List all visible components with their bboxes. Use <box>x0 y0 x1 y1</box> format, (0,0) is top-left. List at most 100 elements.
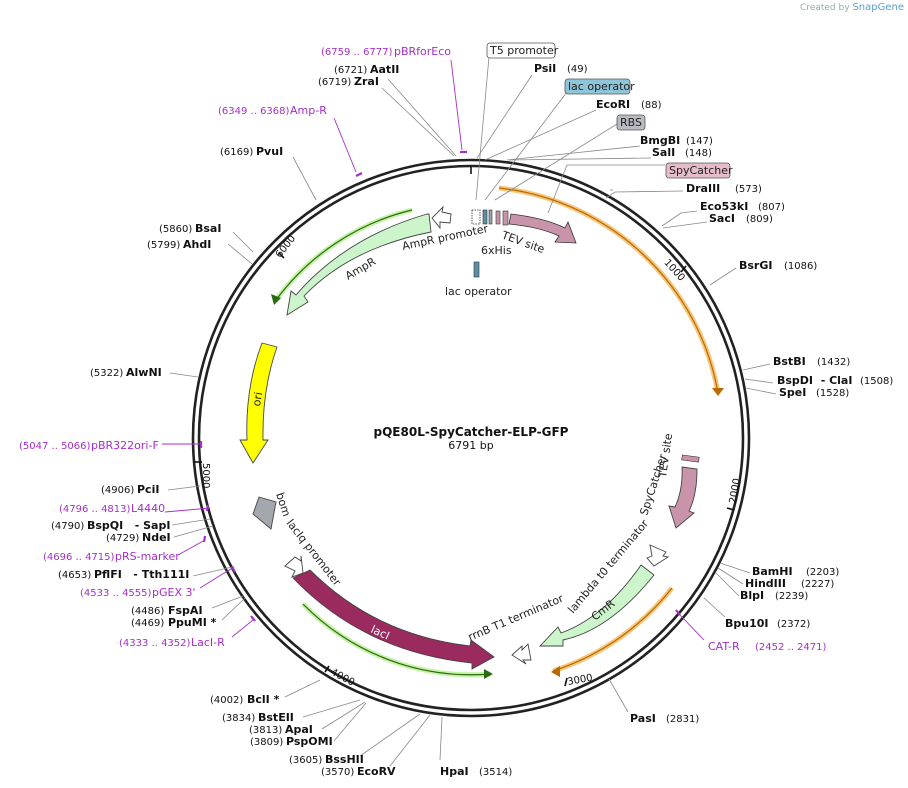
laci-arrow <box>292 569 495 670</box>
enzyme-bspdi-name: BspDI - ClaI <box>777 374 852 387</box>
primer-laci-r-range: (4333 .. 4352) <box>119 638 191 649</box>
bom-box <box>252 496 277 530</box>
enzyme-bspqi-name: BspQI - SapI <box>87 519 170 532</box>
orange-region-arc-top-core <box>498 187 719 394</box>
credit-brand: SnapGene <box>852 2 904 13</box>
enzyme-pvui-name: PvuI <box>256 145 283 158</box>
enzyme-ecori-name: EcoRI <box>596 98 630 111</box>
enzyme-bstbi-pos: (1432) <box>817 357 850 368</box>
enzyme-labels: (6721) AatII (6719) ZraI PsiI (49) EcoRI… <box>51 62 893 778</box>
enzyme-psii-pos: (49) <box>567 64 588 75</box>
primer-cat-r-name: CAT-R <box>708 640 740 653</box>
enzyme-apai-pos: (3813) <box>249 725 282 736</box>
orange-region-arc-bottom-core <box>552 587 673 672</box>
enzyme-ppumi-pos: (4469) <box>131 618 164 629</box>
enzyme-zrai-pos: (6719) <box>318 77 351 88</box>
enzyme-pvui-pos: (6169) <box>220 147 253 158</box>
laciq-promoter-arrow <box>284 555 304 578</box>
tev-site-mark <box>502 210 509 226</box>
enzyme-bsrgi-pos: (1086) <box>784 261 817 272</box>
enzyme-zrai-name: ZraI <box>354 75 379 88</box>
green-region-arc-ampr-core <box>275 209 413 301</box>
enzyme-ecorv-name: EcoRV <box>357 765 396 778</box>
enzyme-pflfi-pos: (4653) <box>58 570 91 581</box>
enzyme-alwni-name: AlwNI <box>126 366 162 379</box>
enzyme-psii-name: PsiI <box>534 62 556 75</box>
enzyme-bmgbi-pos: (147) <box>686 136 713 147</box>
enzyme-aatii-pos: (6721) <box>334 65 367 76</box>
enzyme-bamhi-pos: (2203) <box>806 567 839 578</box>
enzyme-eco53ki-name: Eco53kI <box>700 200 748 213</box>
green-region-arc-laci-core <box>302 603 491 676</box>
enzyme-ahdi-name: AhdI <box>183 238 211 251</box>
enzyme-hpai-pos: (3514) <box>479 767 512 778</box>
primer-amp-r-name: Amp-R <box>290 104 327 117</box>
enzyme-ndei-name: NdeI <box>142 531 171 544</box>
enzyme-hindiii-pos: (2227) <box>801 579 834 590</box>
primer-marks <box>199 150 681 622</box>
primer-cat-r-range: (2452 .. 2471) <box>755 642 827 653</box>
plasmid-length: 6791 bp <box>448 439 493 452</box>
enzyme-sali-pos: (148) <box>685 148 712 159</box>
enzyme-saci-pos: (809) <box>746 214 773 225</box>
enzyme-bsai-name: BsaI <box>195 222 221 235</box>
enzyme-blpi-pos: (2239) <box>775 591 808 602</box>
rbs-label: RBS <box>616 114 646 131</box>
enzyme-blpi-name: BlpI <box>740 589 764 602</box>
enzyme-ecori-pos: (88) <box>641 100 662 111</box>
enzyme-alwni-pos: (5322) <box>90 368 123 379</box>
enzyme-bsteii-name: BstEII <box>258 711 294 724</box>
enzyme-pflfi-name: PflFI - Tth111I <box>94 568 189 581</box>
enzyme-bcli-pos: (4002) <box>210 695 243 706</box>
tick-3000: 3000 <box>567 673 594 688</box>
enzyme-bsteii-pos: (3834) <box>222 713 255 724</box>
enzyme-pasi-pos: (2831) <box>666 714 699 725</box>
enzyme-ecorv-pos: (3570) <box>321 767 354 778</box>
green-region-arrow-laci <box>484 669 493 679</box>
backbone-outer <box>191 158 751 718</box>
primer-laci-r-name: LacI-R <box>191 636 225 649</box>
primer-amp-r-range: (6349 .. 6368) <box>218 106 290 117</box>
lac-operator-box-text: lac operator <box>568 80 635 93</box>
primer-pbrforeco-name: pBRforEco <box>394 45 451 58</box>
orange-region-arrow-bottom <box>551 666 560 677</box>
tick-5000: 5000 <box>200 463 211 488</box>
enzyme-bpu10i-name: Bpu10I <box>725 617 769 630</box>
enzyme-spei-name: SpeI <box>779 386 806 399</box>
enzyme-aatii-name: AatII <box>370 63 399 76</box>
enzyme-sali-name: SalI <box>652 146 675 159</box>
lac-operator-mark <box>482 209 488 225</box>
enzyme-bspdi-pos: (1508) <box>860 376 893 387</box>
tev-site-right-mark <box>681 454 700 463</box>
enzyme-bcli-name: BclI * <box>247 693 280 706</box>
enzyme-bstbi-name: BstBI <box>773 355 806 368</box>
plasmid-name: pQE80L-SpyCatcher-ELP-GFP <box>374 425 569 439</box>
lac-operator-label: lac operator <box>564 78 635 95</box>
tick-2000: 2000 <box>728 477 743 504</box>
spycatcher-right-arrow <box>668 466 698 529</box>
enzyme-bsai-pos: (5860) <box>159 224 192 235</box>
ampr-promoter-arrow <box>431 205 452 230</box>
enzyme-bpu10i-pos: (2372) <box>777 619 810 630</box>
enzyme-pcii-name: PciI <box>137 483 159 496</box>
ori-arrow <box>239 342 278 464</box>
primer-pgex-3-range: (4533 .. 4555) <box>80 588 152 599</box>
enzyme-bmgbi-name: BmgBI <box>640 134 680 147</box>
primer-pbr322ori-f-range: (5047 .. 5066) <box>19 441 91 452</box>
enzyme-leaders <box>167 74 777 767</box>
enzyme-bspqi-pos: (4790) <box>51 521 84 532</box>
orange-region-arrow-top <box>712 388 724 396</box>
enzyme-pasi-name: PasI <box>630 712 656 725</box>
spycatcher-label: SpyCatcher <box>665 162 733 179</box>
boxed-leaders <box>475 56 665 214</box>
6xhis-mark <box>488 209 493 225</box>
ampr-arrow <box>286 213 432 316</box>
enzyme-psp0mi-name: PspOMI <box>286 735 333 748</box>
primer-prs-marker-name: pRS-marker <box>115 550 180 563</box>
enzyme-bsshii-pos: (3605) <box>289 755 322 766</box>
enzyme-eco53ki-pos: (807) <box>758 202 785 213</box>
feature-bom: bom <box>273 491 293 518</box>
enzyme-bsshii-name: BssHII <box>325 753 364 766</box>
rrnb-t1-arrow <box>511 643 532 665</box>
